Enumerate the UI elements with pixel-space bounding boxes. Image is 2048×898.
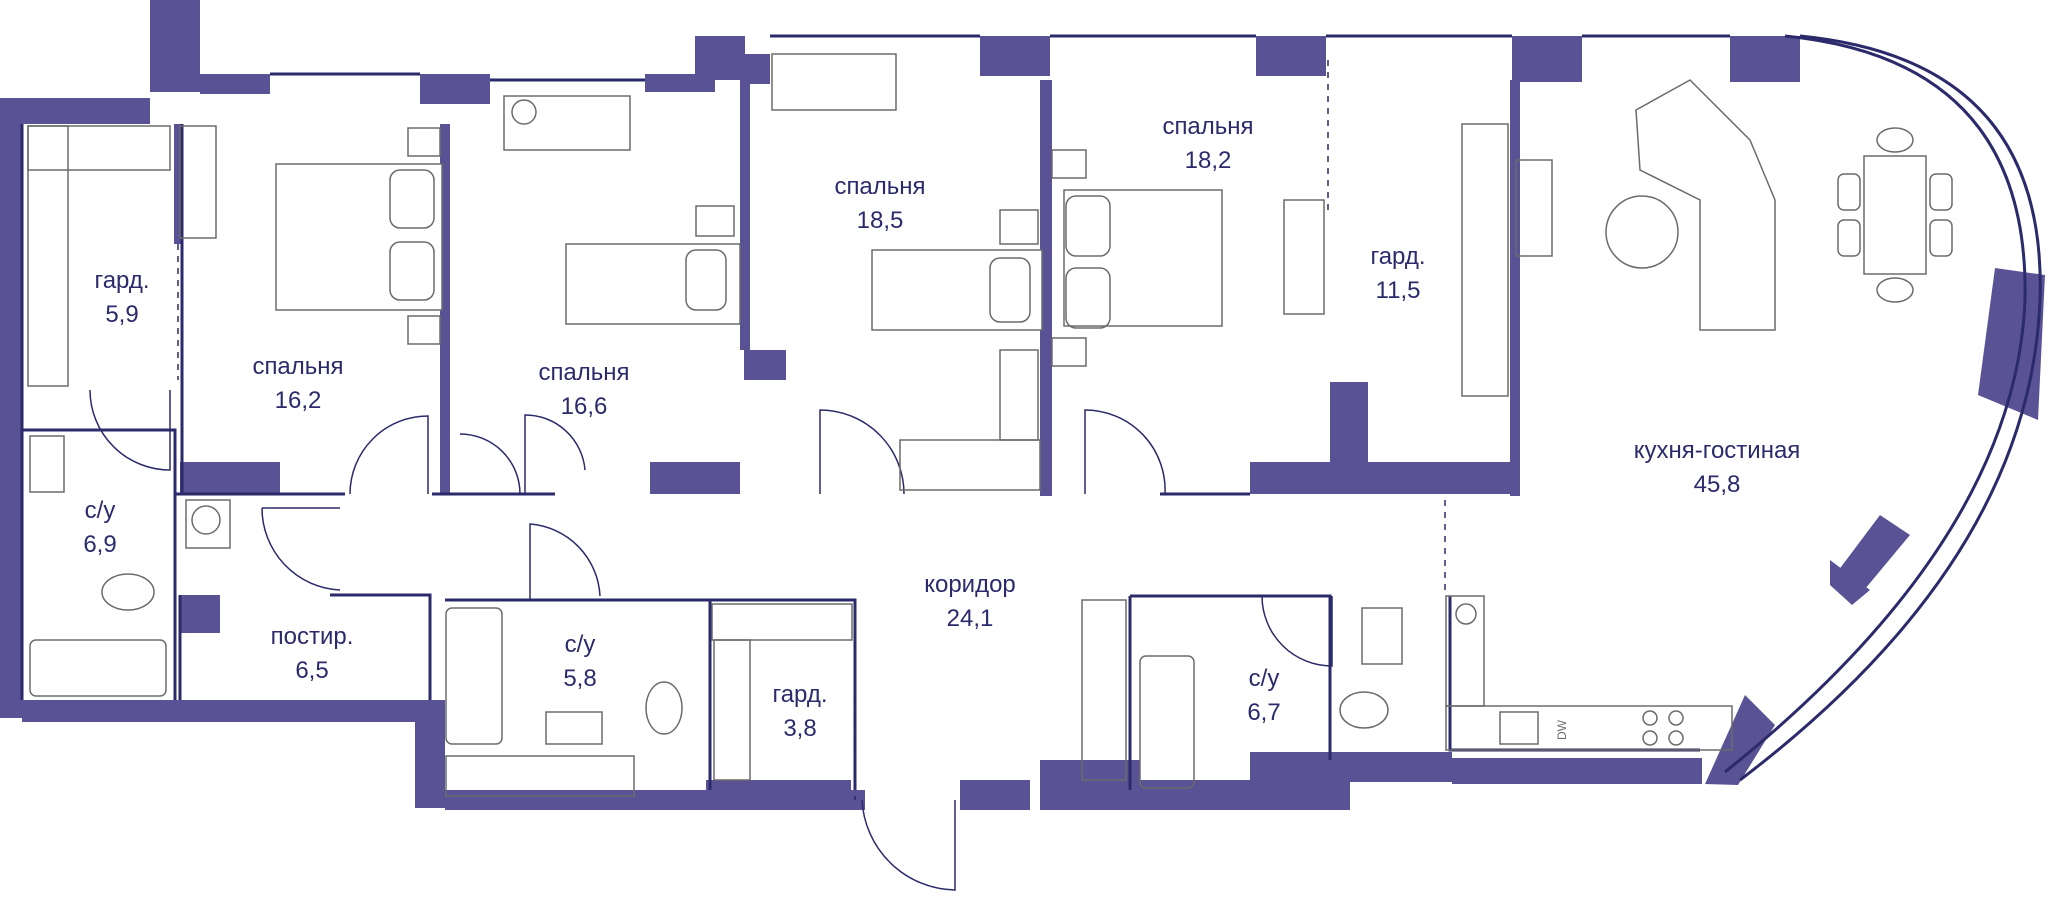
room-name-kitchen: кухня-гостиная (1634, 437, 1801, 464)
room-name-bedroom2: спальня (538, 359, 629, 386)
bed-icon (275, 163, 443, 311)
dashed-separators (177, 60, 1446, 800)
room-area-bedroom1: 16,2 (275, 387, 322, 414)
room-area-bath3: 6,7 (1247, 699, 1280, 726)
room-area-gard3: 3,8 (783, 715, 816, 742)
room-name-laundry: постир. (271, 623, 354, 650)
room-area-bedroom4: 18,2 (1185, 147, 1232, 174)
room-labels: гард. 5,9 спальня 16,2 спальня 16,6 спал… (83, 113, 1800, 742)
room-name-bedroom3: спальня (834, 173, 925, 200)
walls (0, 0, 2045, 810)
room-area-bedroom3: 18,5 (857, 207, 904, 234)
furniture (27, 53, 1953, 797)
bed-icon (1063, 189, 1223, 327)
room-name-gard3: гард. (772, 681, 827, 708)
room-name-gard2: гард. (1370, 243, 1425, 270)
bed-icon (871, 249, 1043, 331)
room-name-bath1: с/у (85, 497, 116, 524)
room-name-bedroom1: спальня (252, 353, 343, 380)
room-area-corridor: 24,1 (947, 605, 994, 632)
room-name-bath2: с/у (565, 631, 596, 658)
room-area-bath2: 5,8 (563, 665, 596, 692)
dishwasher-label: DW (1555, 719, 1569, 740)
room-area-kitchen: 45,8 (1694, 471, 1741, 498)
room-name-gard1: гард. (94, 267, 149, 294)
room-area-gard1: 5,9 (105, 301, 138, 328)
bed-icon (565, 243, 741, 325)
room-area-gard2: 11,5 (1376, 277, 1421, 304)
room-area-bedroom2: 16,6 (561, 393, 608, 420)
room-area-bath1: 6,9 (83, 531, 116, 558)
room-name-bedroom4: спальня (1162, 113, 1253, 140)
room-name-bath3: с/у (1249, 665, 1280, 692)
room-area-laundry: 6,5 (295, 657, 328, 684)
doors (89, 389, 1333, 891)
room-name-corridor: коридор (924, 571, 1016, 598)
